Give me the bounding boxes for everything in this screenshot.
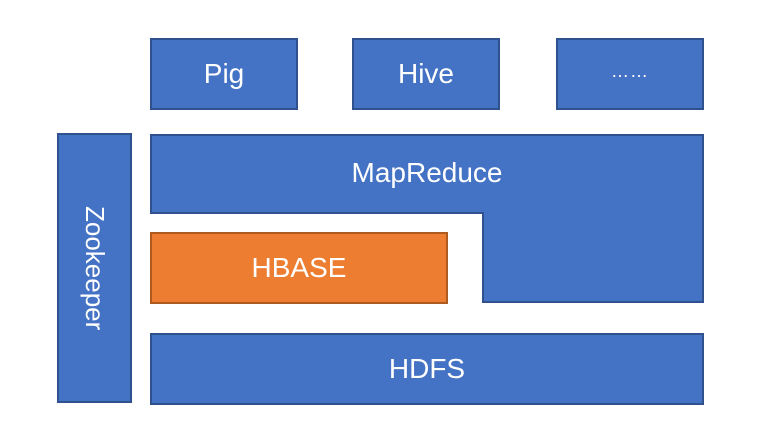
mapreduce-shape — [150, 134, 704, 303]
more-block: …… — [556, 38, 704, 110]
mapreduce-text: MapReduce — [351, 157, 503, 188]
mapreduce-label: MapReduce — [150, 134, 704, 212]
more-label: …… — [611, 60, 649, 81]
pig-block: Pig — [150, 38, 298, 110]
hbase-block: HBASE — [150, 232, 448, 304]
hbase-label: HBASE — [251, 252, 347, 283]
hdfs-block: HDFS — [150, 333, 704, 405]
zookeeper-block: Zookeeper — [57, 133, 132, 403]
hdfs-label: HDFS — [388, 353, 466, 384]
pig-label: Pig — [203, 58, 245, 89]
hive-label: Hive — [397, 58, 454, 89]
hive-block: Hive — [352, 38, 500, 110]
zookeeper-label: Zookeeper — [80, 205, 110, 331]
